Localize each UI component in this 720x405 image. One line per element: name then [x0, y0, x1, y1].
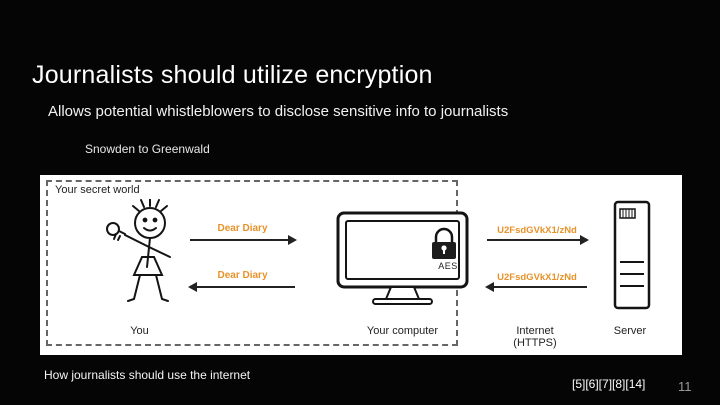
citation-references: [5][6][7][8][14] [572, 377, 646, 391]
computer-label: Your computer [366, 325, 439, 337]
arrow-right-icon [487, 235, 589, 245]
internet-label-text: Internet [516, 325, 554, 337]
ciphertext-message-to: U2FsdGVkX1/zNd [497, 225, 577, 236]
page-number: 11 [678, 379, 692, 394]
plaintext-message-from: Dear Diary [217, 270, 268, 281]
aes-cipher-label: AES [438, 261, 458, 271]
server-icon [613, 200, 651, 310]
secret-world-label: Your secret world [55, 184, 140, 196]
arrow-left-icon [188, 282, 295, 292]
slide-subtitle: Allows potential whistleblowers to discl… [48, 103, 509, 120]
arrow-right-icon [190, 235, 297, 245]
slide-note: Snowden to Greenwald [85, 142, 210, 156]
you-label: You [130, 325, 149, 337]
ciphertext-message-from: U2FsdGVkX1/zNd [497, 272, 577, 283]
plaintext-message-to: Dear Diary [217, 223, 268, 234]
arrow-left-icon [485, 282, 587, 292]
internet-protocol-text: (HTTPS) [513, 337, 557, 349]
encryption-diagram: Your secret world [40, 175, 682, 355]
computer-icon [336, 211, 469, 305]
internet-label: Internet (HTTPS) [490, 325, 580, 349]
server-label: Server [613, 325, 647, 337]
lock-icon [432, 227, 456, 259]
slide-title: Journalists should utilize encryption [32, 60, 433, 89]
figure-caption: How journalists should use the internet [44, 368, 251, 382]
person-icon [106, 199, 171, 302]
